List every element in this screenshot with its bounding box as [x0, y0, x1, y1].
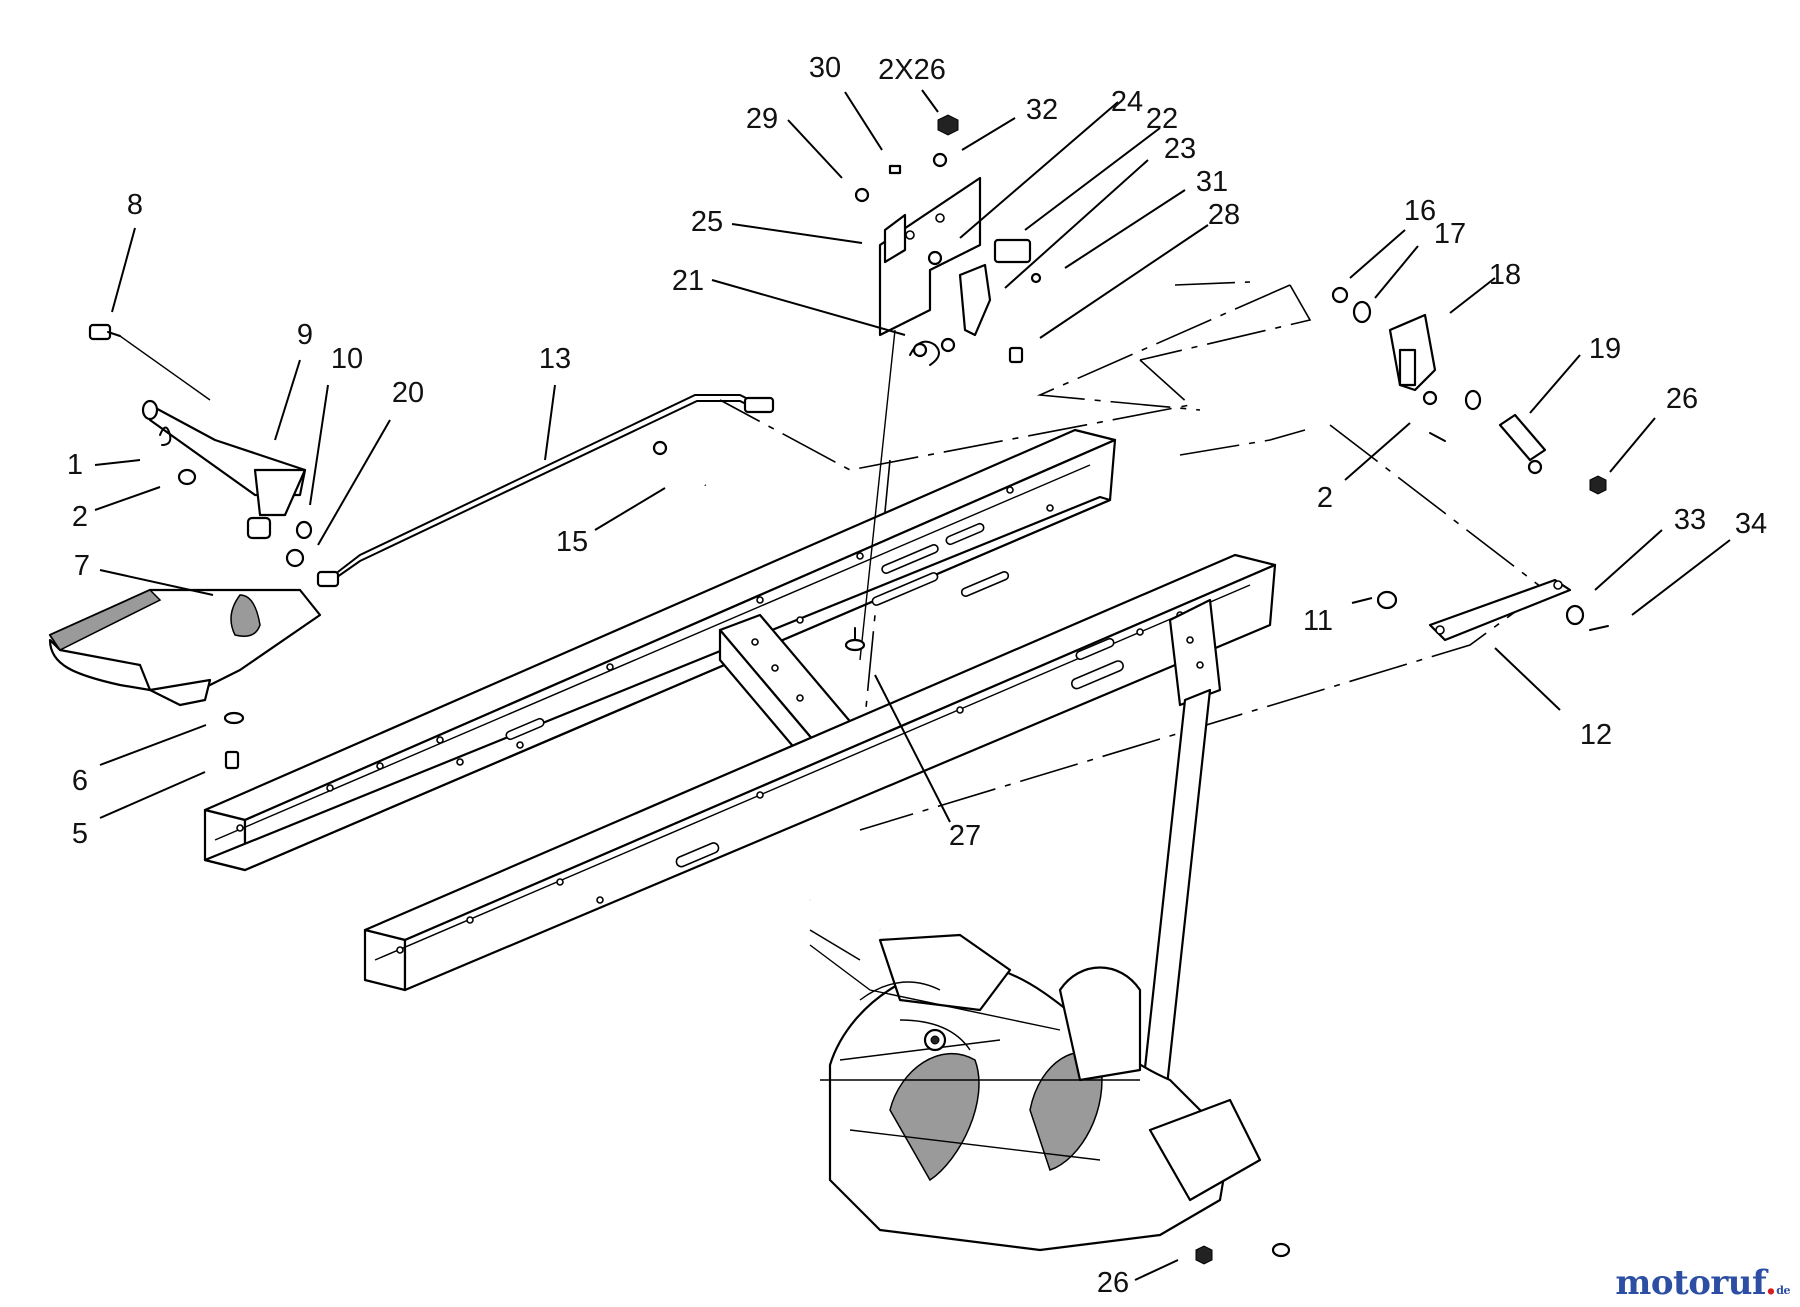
callout-6: 6 [72, 765, 88, 797]
drive-link [1376, 578, 1609, 642]
callout-26: 26 [1666, 383, 1698, 415]
switch-bracket-assembly [854, 114, 1042, 366]
callout-16: 16 [1404, 195, 1436, 227]
callout-33: 33 [1674, 504, 1706, 536]
callout-labels: 8 9 10 20 1 2 7 6 5 13 15 27 30 2X26 29 … [67, 52, 1767, 1299]
callout-7: 7 [74, 550, 90, 582]
callout-20: 20 [392, 377, 424, 409]
site-watermark: motoruf.de [1615, 1263, 1790, 1303]
pedal-hardware [177, 468, 313, 770]
pivot-bolt [88, 323, 211, 401]
foot-pedal [48, 588, 322, 707]
callout-29: 29 [746, 103, 778, 135]
frame-bolt [844, 627, 866, 652]
frame-rail-left [203, 428, 1117, 872]
callout-26: 26 [1097, 1267, 1129, 1299]
callout-13: 13 [539, 343, 571, 375]
callout-30: 30 [809, 52, 841, 84]
callout-2x26: 2X26 [878, 54, 946, 86]
callout-27: 27 [949, 820, 981, 852]
leader-lines [94, 89, 1731, 1281]
callout-2: 2 [1317, 482, 1333, 514]
callout-28: 28 [1208, 199, 1240, 231]
callout-2: 2 [72, 501, 88, 533]
callout-10: 10 [331, 343, 363, 375]
callout-15: 15 [556, 526, 588, 558]
callout-19: 19 [1589, 333, 1621, 365]
rail-left-holes [236, 486, 1054, 832]
callout-21: 21 [672, 265, 704, 297]
callout-11: 11 [1303, 605, 1333, 637]
rail-left-slots [505, 522, 1010, 741]
watermark-dot: . [1764, 1263, 1777, 1303]
callout-34: 34 [1735, 508, 1767, 540]
callout-31: 31 [1196, 166, 1228, 198]
callout-1: 1 [67, 449, 83, 481]
callout-8: 8 [127, 189, 143, 221]
pivot-pin [652, 440, 706, 487]
right-linkage [1331, 286, 1607, 495]
callout-5: 5 [72, 818, 88, 850]
callout-22: 22 [1146, 103, 1178, 135]
callout-25: 25 [691, 206, 723, 238]
frame-rail-right [363, 553, 1277, 992]
callout-17: 17 [1434, 218, 1466, 250]
watermark-text: motoruf [1615, 1263, 1765, 1303]
callout-23: 23 [1164, 133, 1196, 165]
transaxle [809, 897, 1291, 1265]
brake-pedal-lever [141, 399, 307, 540]
callout-12: 12 [1580, 719, 1612, 751]
callout-9: 9 [297, 319, 313, 351]
control-rod [316, 394, 775, 588]
watermark-suffix: de [1776, 1284, 1790, 1297]
callout-18: 18 [1489, 259, 1521, 291]
callout-24: 24 [1111, 86, 1143, 118]
callout-32: 32 [1026, 94, 1058, 126]
